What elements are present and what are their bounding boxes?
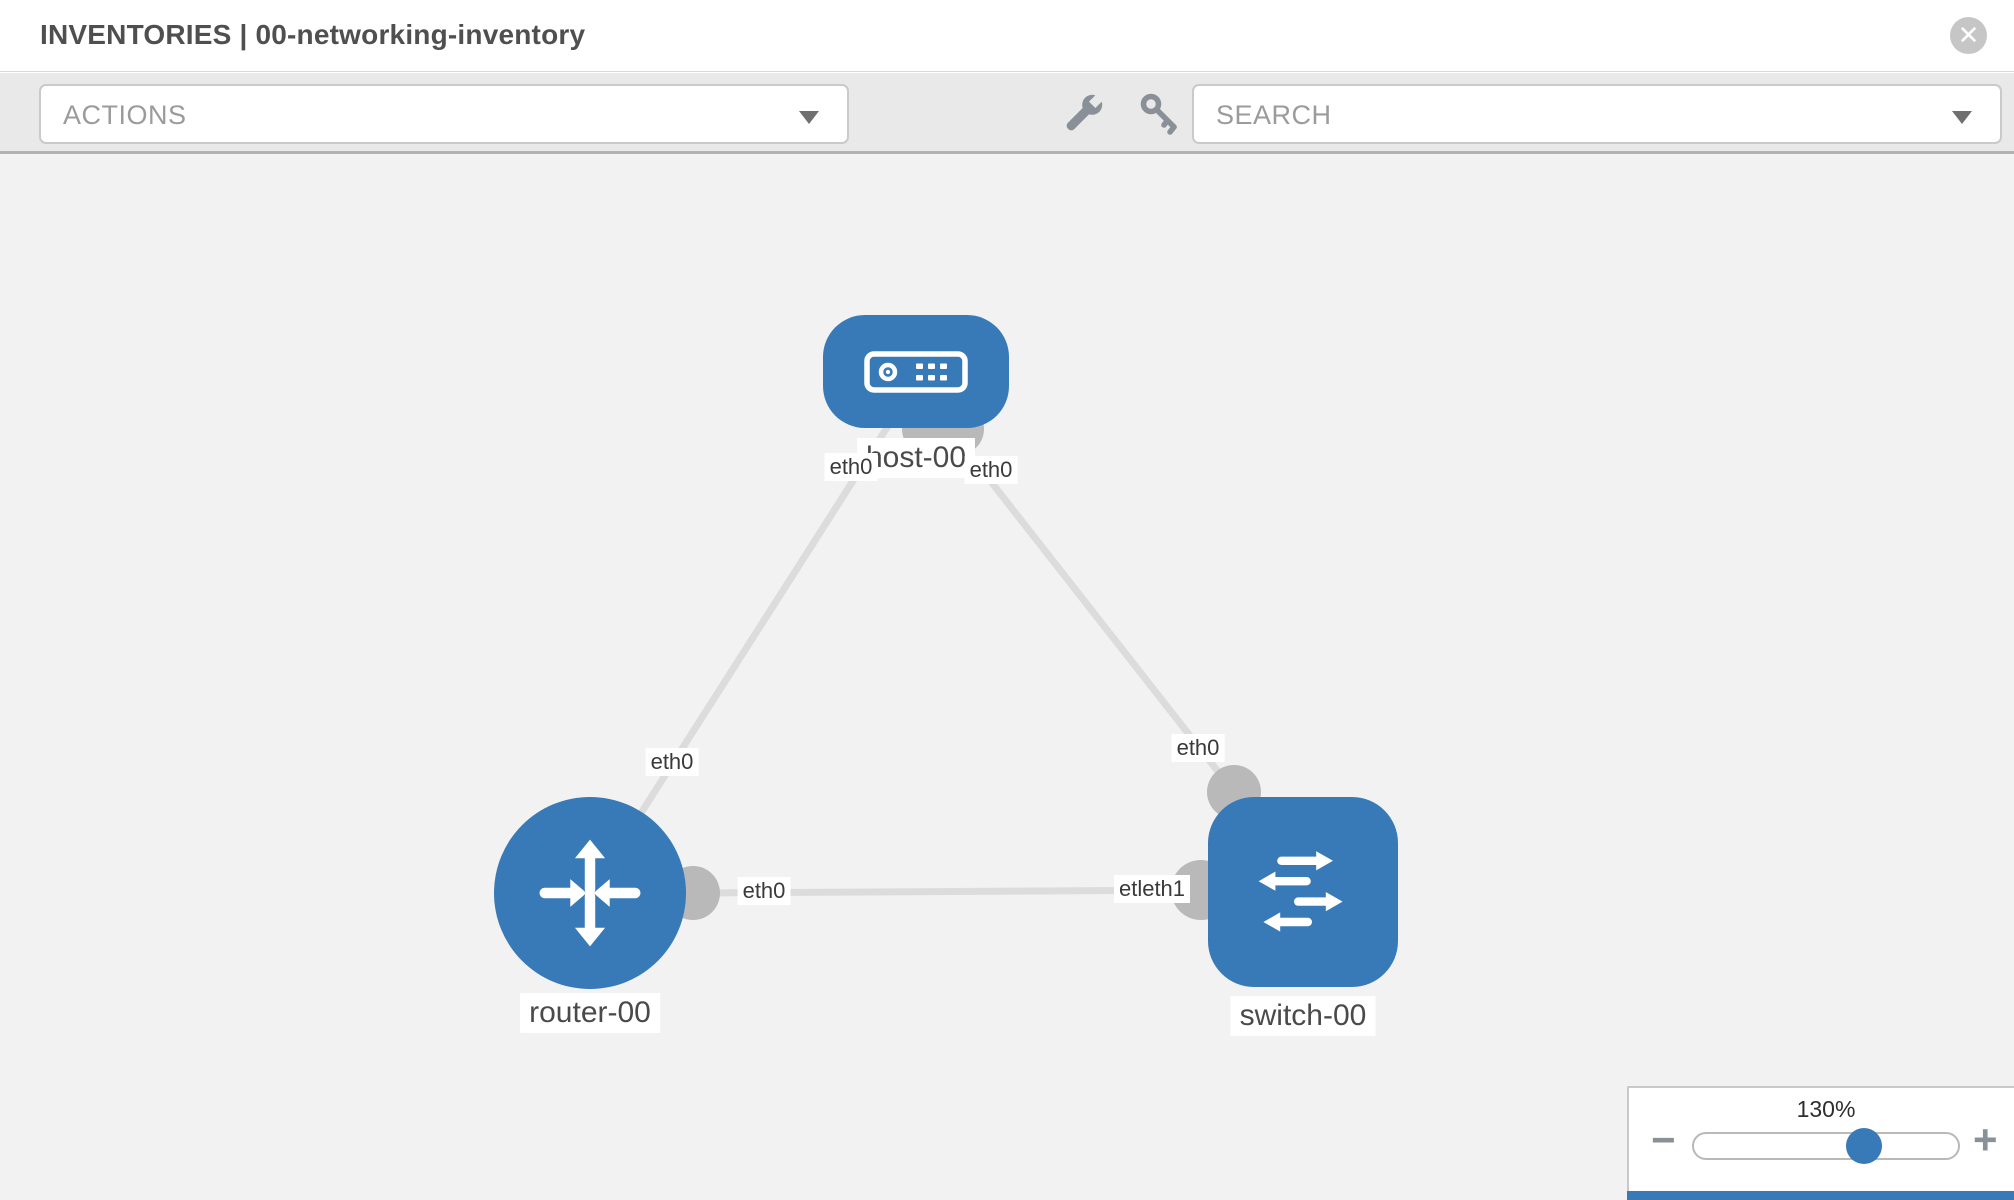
toolbar: ACTIONS SEARCH	[0, 73, 2014, 154]
node-label-router: router-00	[520, 993, 660, 1033]
interface-label: etleth1	[1113, 875, 1191, 903]
header: INVENTORIES | 00-networking-inventory ✕	[0, 0, 2014, 72]
router-icon	[539, 839, 641, 947]
zoom-slider-handle[interactable]	[1846, 1128, 1882, 1164]
interface-label: eth0	[964, 456, 1018, 484]
page-title: INVENTORIES | 00-networking-inventory	[40, 19, 586, 50]
node-host-00[interactable]	[823, 315, 1009, 428]
node-label-switch: switch-00	[1230, 996, 1376, 1036]
actions-dropdown[interactable]: ACTIONS	[39, 84, 849, 144]
key-icon[interactable]	[1136, 89, 1186, 139]
close-icon[interactable]: ✕	[1950, 17, 1987, 54]
zoom-out-button[interactable]: −	[1651, 1116, 1676, 1163]
search-dropdown-value: SEARCH	[1216, 100, 1332, 130]
topology-canvas[interactable]	[0, 154, 2014, 1200]
interface-label: eth0	[645, 748, 699, 776]
interface-label: eth0	[737, 877, 791, 905]
node-router-00[interactable]	[494, 797, 686, 989]
bottom-blue-bar	[1627, 1191, 2014, 1200]
interface-label: eth0	[824, 453, 878, 481]
zoom-panel: 130% − +	[1627, 1086, 2014, 1200]
chevron-down-icon	[1952, 111, 1972, 124]
switch-icon	[1258, 851, 1343, 932]
interface-label: eth0	[1171, 734, 1225, 762]
actions-dropdown-value: ACTIONS	[63, 100, 187, 130]
zoom-slider-track[interactable]	[1692, 1132, 1960, 1160]
node-switch-00[interactable]	[1208, 797, 1398, 987]
wrench-icon[interactable]	[1058, 89, 1108, 139]
chevron-down-icon	[799, 111, 819, 124]
search-dropdown[interactable]: SEARCH	[1192, 84, 2002, 144]
zoom-in-button[interactable]: +	[1973, 1116, 1998, 1163]
host-icon	[864, 350, 968, 393]
zoom-level-label: 130%	[1796, 1096, 1856, 1122]
